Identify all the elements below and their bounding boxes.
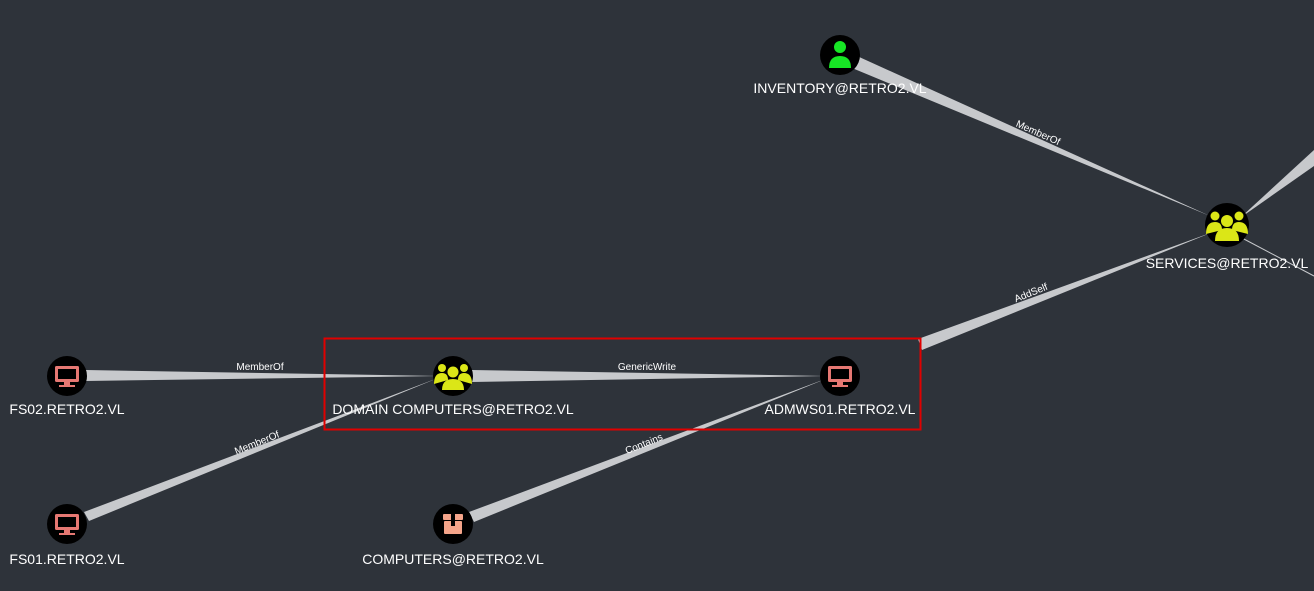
node-label-admws01: ADMWS01.RETRO2.VL <box>765 401 916 417</box>
edge-fs02-domain-computers[interactable] <box>86 370 440 381</box>
node-label-fs01: FS01.RETRO2.VL <box>9 551 124 567</box>
computer-icon <box>55 366 79 387</box>
node-label-domain-computers: DOMAIN COMPUTERS@RETRO2.VL <box>332 401 574 417</box>
computer-icon <box>828 366 852 387</box>
computer-icon <box>55 514 79 535</box>
user-icon <box>829 41 851 68</box>
node-label-inventory: INVENTORY@RETRO2.VL <box>753 80 926 96</box>
node-domain-computers[interactable]: DOMAIN COMPUTERS@RETRO2.VL <box>332 356 574 417</box>
node-fs02[interactable]: FS02.RETRO2.VL <box>9 356 125 417</box>
edge-label-domain-computers-admws01: GenericWrite <box>618 362 677 373</box>
edge-computers-admws01[interactable] <box>469 378 828 522</box>
node-fs01[interactable]: FS01.RETRO2.VL <box>9 504 125 567</box>
node-label-fs02: FS02.RETRO2.VL <box>9 401 124 417</box>
edge-label-fs02-domain-computers: MemberOf <box>236 362 283 373</box>
edge-domain-computers-admws01[interactable] <box>472 370 826 382</box>
edge-label-computers-admws01: Contains <box>624 432 665 457</box>
node-label-services: SERVICES@RETRO2.VL <box>1146 255 1309 271</box>
edges <box>84 56 1314 522</box>
container-icon <box>443 514 463 534</box>
node-computers[interactable]: COMPUTERS@RETRO2.VL <box>362 504 544 567</box>
node-inventory[interactable]: INVENTORY@RETRO2.VL <box>753 35 927 96</box>
group-icon <box>434 364 472 390</box>
node-label-computers: COMPUTERS@RETRO2.VL <box>362 551 544 567</box>
node-services[interactable]: SERVICES@RETRO2.VL <box>1146 203 1309 271</box>
group-icon <box>1206 211 1248 241</box>
nodes: INVENTORY@RETRO2.VL SERVICES@RETRO2.VL <box>9 35 1308 567</box>
node-admws01[interactable]: ADMWS01.RETRO2.VL <box>765 356 916 417</box>
edge-services-offscreen-thin[interactable] <box>1241 237 1314 277</box>
edge-fs01-domain-computers[interactable] <box>84 378 438 521</box>
selection-highlight-box <box>323 337 922 431</box>
edge-services-offscreen[interactable] <box>1240 150 1314 218</box>
edge-inventory-services[interactable] <box>852 56 1210 216</box>
edge-admws01-services[interactable] <box>918 232 1213 350</box>
